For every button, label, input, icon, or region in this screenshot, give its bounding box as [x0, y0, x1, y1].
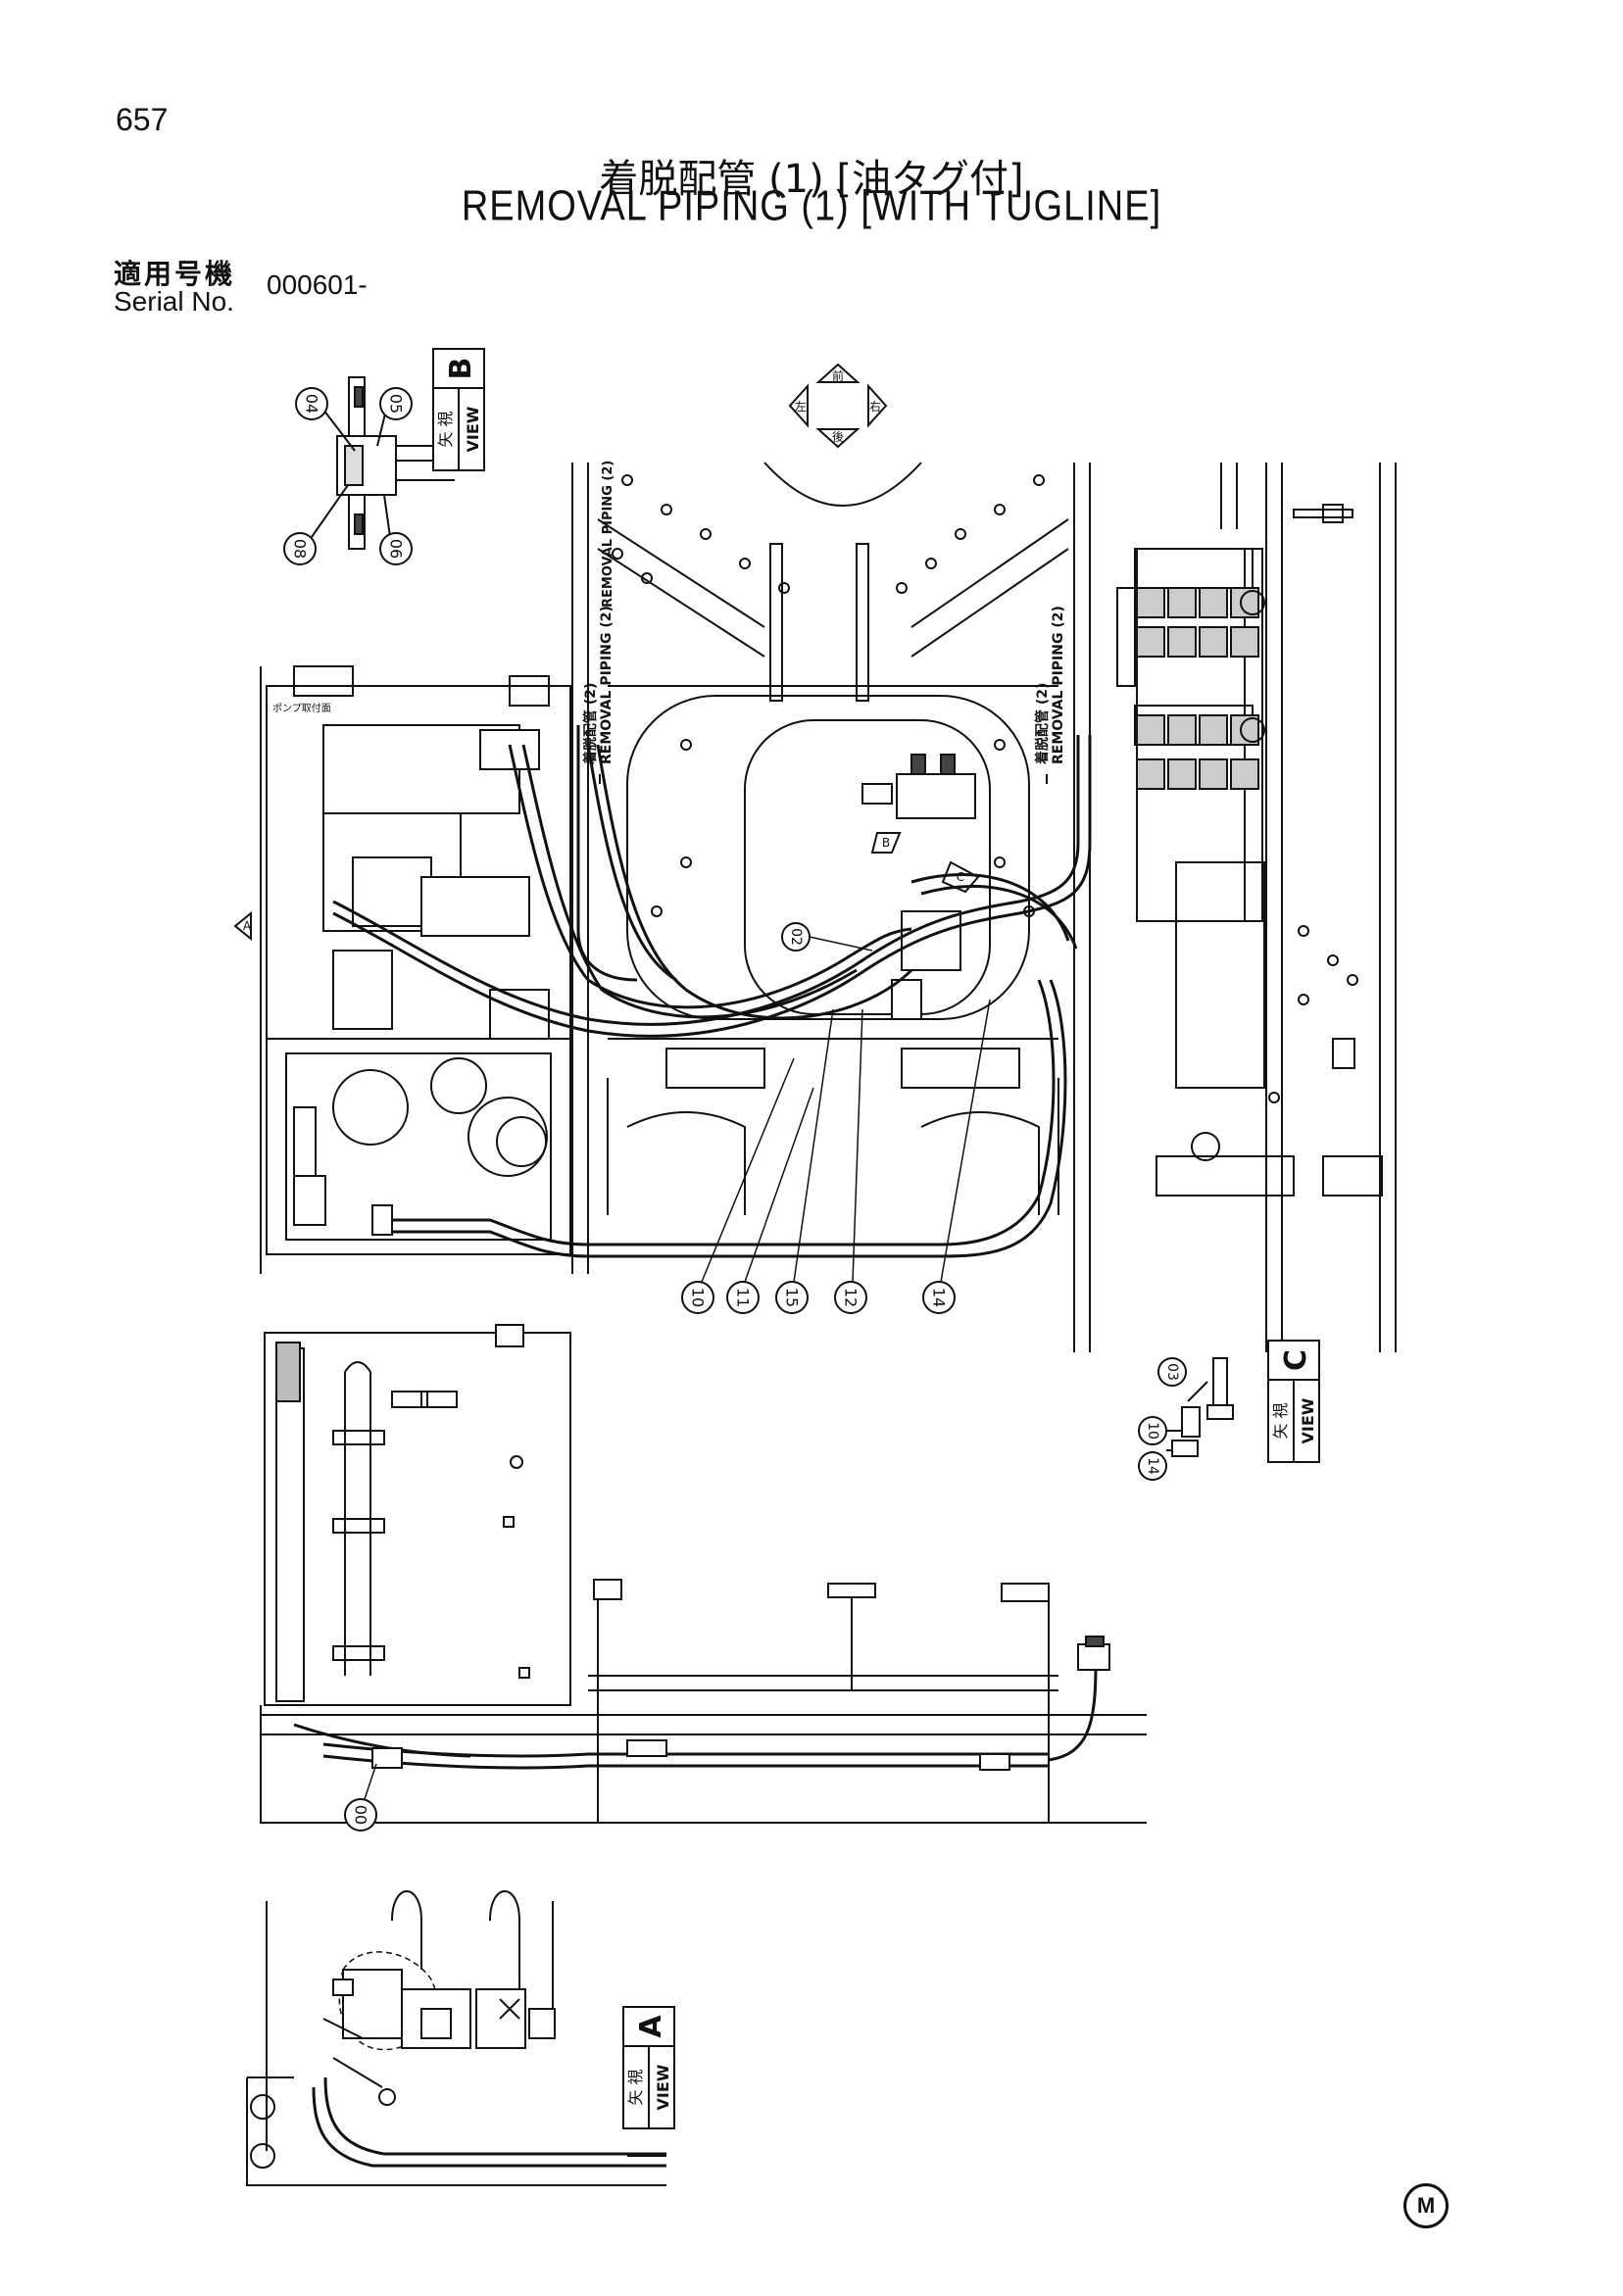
svg-text:A: A — [243, 919, 252, 933]
callout-00: 00 — [344, 1798, 377, 1832]
svg-text:REMOVAL PIPING (2): REMOVAL PIPING (2) — [601, 461, 615, 608]
callout-03: 03 — [1157, 1357, 1187, 1387]
svg-text:10: 10 — [1145, 1422, 1160, 1440]
svg-text:14: 14 — [930, 1288, 949, 1307]
svg-text:06: 06 — [387, 539, 406, 559]
callout-11: 11 — [726, 1281, 760, 1314]
svg-text:00: 00 — [352, 1805, 370, 1825]
svg-text:矢 視: 矢 視 — [1271, 1402, 1290, 1439]
callout-10: 10 — [681, 1281, 714, 1314]
removal-piping-2-label-left: 着脱配管 (2) REMOVAL PIPING (2) — [582, 606, 615, 765]
callout-15: 15 — [775, 1281, 809, 1314]
svg-text:矢 視: 矢 視 — [626, 2069, 645, 2105]
view-a-arrow: A — [233, 910, 252, 942]
svg-text:後: 後 — [832, 430, 844, 444]
direction-compass: 前 後 左 右 — [788, 363, 888, 449]
footer-mark: M — [1403, 2183, 1449, 2228]
side-view-tank-frame — [260, 1324, 1147, 1824]
control-valve-stack — [1116, 548, 1265, 790]
svg-text:02: 02 — [788, 928, 804, 946]
svg-text:VIEW: VIEW — [1299, 1397, 1317, 1443]
svg-text:左: 左 — [795, 399, 807, 414]
serial-label-english: Serial No. — [114, 286, 234, 317]
callout-02: 02 — [781, 922, 811, 952]
callout-08: 08 — [283, 532, 317, 565]
svg-text:VIEW: VIEW — [654, 2064, 672, 2110]
svg-text:10: 10 — [689, 1288, 708, 1307]
svg-text:REMOVAL PIPING (2): REMOVAL PIPING (2) — [1051, 606, 1066, 764]
svg-text:15: 15 — [783, 1288, 802, 1307]
callout-14: 14 — [922, 1281, 956, 1314]
page-number: 657 — [116, 102, 169, 137]
svg-text:VIEW: VIEW — [464, 406, 482, 452]
hose-bundle — [332, 725, 1092, 1258]
svg-text:08: 08 — [291, 539, 310, 559]
removal-piping-2-label-right: 着脱配管 (2) REMOVAL PIPING (2) — [1034, 606, 1066, 765]
svg-text:03: 03 — [1164, 1363, 1180, 1381]
title-english: REMOVAL PIPING (1) [WITH TUGLINE] — [461, 182, 1162, 231]
central-valve-assembly: B C — [861, 754, 980, 1020]
svg-text:A: A — [634, 2015, 668, 2038]
view-c-label: 矢 視 VIEW C — [1267, 1340, 1320, 1463]
serial-label-japanese: 適用号機 — [114, 258, 236, 290]
main-frame-structure — [571, 462, 1397, 1352]
svg-text:矢 視: 矢 視 — [436, 411, 455, 447]
callout-04: 04 — [295, 387, 328, 420]
view-c-detail — [1166, 1357, 1234, 1457]
view-b-detail — [311, 376, 455, 550]
svg-text:C: C — [957, 870, 964, 884]
svg-text:B: B — [882, 836, 890, 850]
svg-text:14: 14 — [1145, 1457, 1160, 1475]
svg-text:C: C — [1279, 1349, 1313, 1371]
svg-text:04: 04 — [303, 394, 321, 414]
svg-text:ポンプ取付面: ポンプ取付面 — [272, 702, 331, 714]
svg-text:着脱配管 (2): 着脱配管 (2) — [582, 683, 599, 765]
pipe-label-arrows — [599, 774, 1048, 784]
serial-number-value: 000601- — [267, 269, 368, 300]
view-b-label: 矢 視 VIEW B — [432, 348, 485, 471]
view-b-arrow: B — [870, 832, 902, 854]
removal-piping-2-label-left-upper: REMOVAL PIPING (2) — [601, 461, 615, 608]
svg-text:11: 11 — [734, 1288, 753, 1307]
callout-12: 12 — [834, 1281, 867, 1314]
svg-text:05: 05 — [387, 394, 406, 414]
svg-text:前: 前 — [832, 368, 844, 383]
callout-14-view-c: 14 — [1138, 1451, 1167, 1481]
svg-text:B: B — [444, 358, 478, 380]
callout-10-view-c: 10 — [1138, 1416, 1167, 1445]
callout-05: 05 — [379, 387, 413, 420]
svg-text:REMOVAL PIPING (2): REMOVAL PIPING (2) — [599, 606, 615, 764]
view-a-label: 矢 視 VIEW A — [622, 2006, 675, 2129]
svg-text:右: 右 — [869, 399, 881, 414]
callout-06: 06 — [379, 532, 413, 565]
view-a-detail — [246, 1890, 666, 2186]
svg-text:12: 12 — [842, 1288, 861, 1307]
pump-and-tank-area: ポンプ取付面 A — [233, 665, 571, 1274]
callout-leaders-main — [701, 936, 991, 1283]
title-japanese: 着脱配管 (1) [油タグ付] — [599, 157, 1024, 202]
svg-text:着脱配管 (2): 着脱配管 (2) — [1034, 683, 1051, 765]
